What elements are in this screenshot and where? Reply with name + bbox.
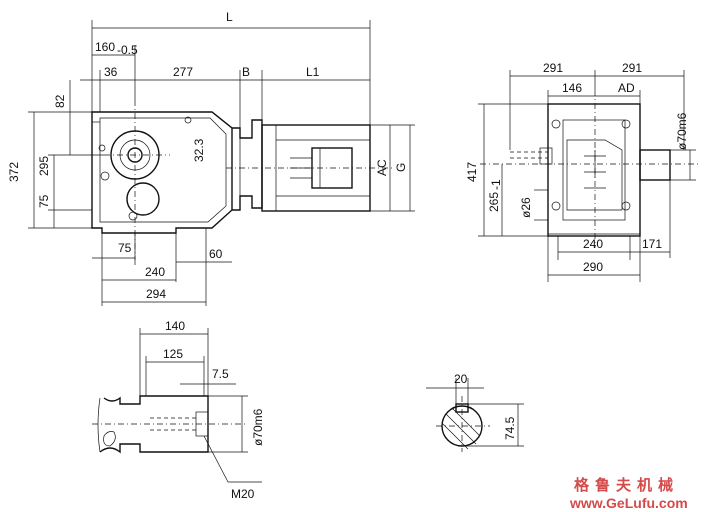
- dim-36: 36: [104, 65, 118, 79]
- dim-295: 295: [37, 156, 51, 176]
- thread-label: M20: [231, 487, 255, 501]
- end-view: 291 291 146 AD 417 265 -1 ø26 ø70m6: [465, 61, 700, 282]
- dim-L1: L1: [306, 65, 320, 79]
- dim-dia-70m6: ø70m6: [675, 112, 689, 150]
- side-view-dims-right: 32.3 AC G: [192, 124, 415, 212]
- dim-32-3: 32.3: [192, 138, 206, 162]
- key-section: 20 74.5: [426, 372, 524, 452]
- dim-75-left: 75: [37, 194, 51, 208]
- key-section-dims: 20 74.5: [426, 372, 524, 447]
- dim-125: 125: [163, 347, 183, 361]
- dim-AC: AC: [375, 159, 389, 176]
- dim-240: 240: [145, 265, 165, 279]
- dim-146: 146: [562, 81, 582, 95]
- dim-dia-70m6-shaft: ø70m6: [251, 408, 265, 446]
- watermark: 格鲁夫机械 www.GeLufu.com: [569, 476, 688, 511]
- dim-240-end: 240: [583, 237, 603, 251]
- dim-265: 265: [487, 192, 501, 212]
- end-view-shaft: [639, 149, 671, 181]
- dim-G: G: [394, 163, 408, 172]
- watermark-brand: 格鲁夫机械: [574, 476, 679, 494]
- dim-74-5: 74.5: [503, 416, 517, 440]
- dim-160: 160: [95, 40, 115, 54]
- dim-417: 417: [465, 162, 479, 182]
- dim-82: 82: [53, 94, 67, 108]
- dim-7-5: 7.5: [212, 367, 229, 381]
- dim-140: 140: [165, 319, 185, 333]
- watermark-url: www.GeLufu.com: [569, 495, 688, 511]
- dim-160-tolerance: -0.5: [117, 43, 138, 57]
- dim-75-bottom: 75: [118, 241, 132, 255]
- side-view-dims-left: 372 295 82 75: [7, 80, 104, 229]
- dim-AD: AD: [618, 81, 635, 95]
- side-view-dims-top: L 160 -0.5 36 277 B L1: [80, 10, 371, 128]
- dim-B: B: [242, 65, 250, 79]
- dim-277: 277: [173, 65, 193, 79]
- dim-372: 372: [7, 162, 21, 182]
- dim-dia-26: ø26: [519, 197, 533, 218]
- end-view-dims: 291 291 146 AD 417 265 -1 ø26 ø70m6: [465, 61, 696, 282]
- dim-171: 171: [642, 237, 662, 251]
- dim-291-right: 291: [622, 61, 642, 75]
- dim-291-left: 291: [543, 61, 563, 75]
- dim-290: 290: [583, 260, 603, 274]
- dim-L: L: [226, 10, 233, 24]
- dim-60: 60: [209, 247, 223, 261]
- adapter-flange: [232, 119, 263, 211]
- dim-20: 20: [454, 372, 468, 386]
- shaft-detail: 140 125 7.5 ø70m6 M20: [92, 319, 265, 501]
- side-view-dims-bottom: 75 240 60 294: [92, 228, 232, 306]
- end-view-housing: [547, 103, 641, 237]
- shaft-dims: 140 125 7.5 ø70m6 M20: [139, 319, 265, 501]
- gearbox-housing: [91, 111, 233, 234]
- dim-265-tolerance: -1: [489, 179, 503, 190]
- dim-294: 294: [146, 287, 166, 301]
- side-view: L 160 -0.5 36 277 B L1 372 295 82: [7, 10, 415, 306]
